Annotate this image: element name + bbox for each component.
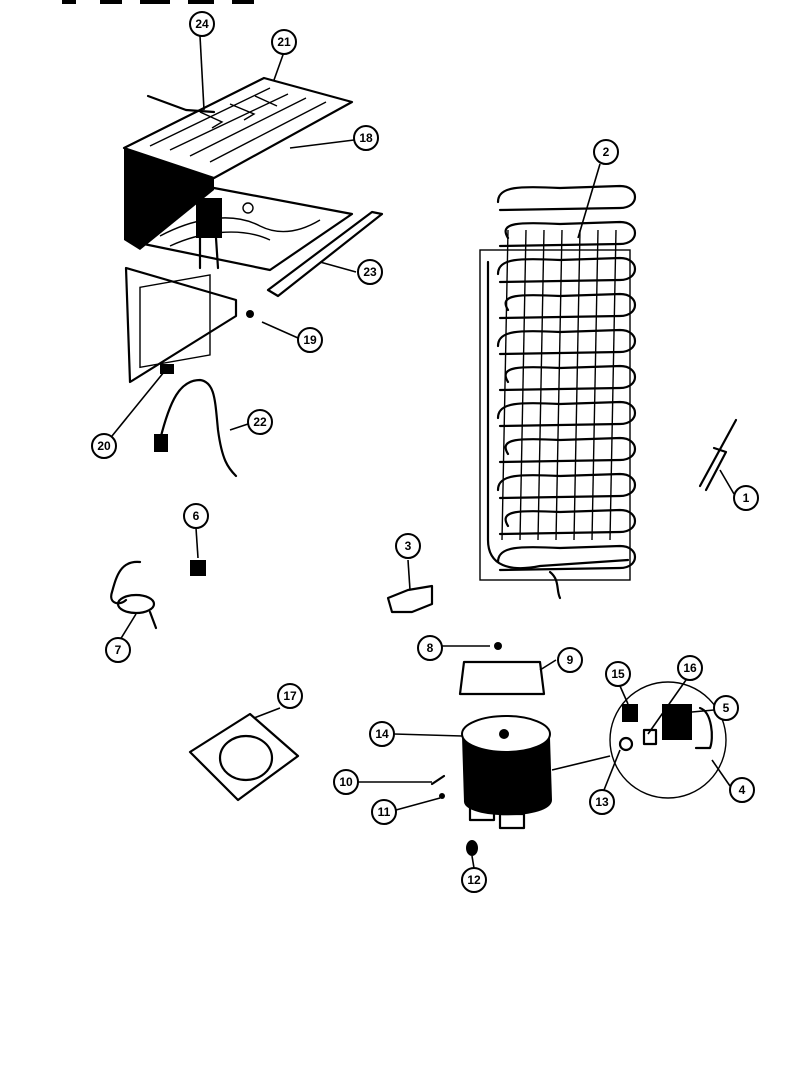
callout-24: 24 (189, 11, 215, 37)
callout-17: 17 (277, 683, 303, 709)
callout-8: 8 (417, 635, 443, 661)
condenser-wire (573, 229, 581, 541)
condenser-wire (501, 229, 509, 541)
callout-4: 4 (729, 777, 755, 803)
part-8 (494, 642, 502, 650)
condenser-loop (498, 220, 637, 248)
header-fragment (62, 0, 254, 4)
svg-text:13: 13 (595, 795, 609, 809)
condenser-loop (496, 472, 637, 500)
part-12 (466, 840, 478, 856)
condenser-loop (496, 400, 637, 428)
svg-text:17: 17 (283, 689, 297, 703)
svg-text:20: 20 (97, 439, 111, 453)
callout-16: 16 (677, 655, 703, 681)
callout-22: 22 (247, 409, 273, 435)
svg-text:18: 18 (359, 131, 373, 145)
condenser-loop (498, 436, 637, 464)
callout-6: 6 (183, 503, 209, 529)
compressor-part-14 (461, 715, 552, 830)
base-plate-part-17 (188, 712, 300, 802)
condenser-loop (498, 292, 637, 320)
condenser-wire (537, 229, 545, 541)
svg-text:8: 8 (427, 641, 434, 655)
condenser-wire (609, 229, 617, 541)
callout-2: 2 (593, 139, 619, 165)
electrical-components-group (609, 681, 727, 799)
callout-18: 18 (353, 125, 379, 151)
svg-text:22: 22 (253, 415, 267, 429)
callout-3: 3 (395, 533, 421, 559)
condenser-loop (496, 184, 637, 212)
callout-19: 19 (297, 327, 323, 353)
condenser-loop (498, 364, 637, 392)
callout-9: 9 (557, 647, 583, 673)
callout-10: 10 (333, 769, 359, 795)
condenser-loop (496, 544, 637, 572)
svg-text:15: 15 (611, 667, 625, 681)
part-10 (430, 774, 446, 786)
condenser-coil (479, 184, 637, 600)
svg-text:14: 14 (375, 727, 389, 741)
cord-part-7 (110, 560, 158, 630)
bracket-part-1 (698, 418, 738, 492)
svg-text:23: 23 (363, 265, 377, 279)
condenser-wire (591, 229, 599, 541)
callout-14: 14 (369, 721, 395, 747)
svg-text:10: 10 (339, 775, 353, 789)
leader-lines (111, 35, 735, 869)
svg-text:1: 1 (743, 491, 750, 505)
callout-1: 1 (733, 485, 759, 511)
condenser-wire (519, 229, 527, 541)
callout-15: 15 (605, 661, 631, 687)
condenser-loop (498, 508, 637, 536)
callout-21: 21 (271, 29, 297, 55)
svg-text:6: 6 (193, 509, 200, 523)
callout-11: 11 (371, 799, 397, 825)
svg-text:19: 19 (303, 333, 317, 347)
svg-text:21: 21 (277, 35, 291, 49)
condenser-wire (555, 229, 563, 541)
condenser-loop (496, 328, 637, 356)
part-11 (439, 793, 445, 799)
callout-12: 12 (461, 867, 487, 893)
cover-part-9 (458, 660, 546, 696)
svg-text:7: 7 (115, 643, 122, 657)
svg-text:3: 3 (405, 539, 412, 553)
evaporator-assembly (122, 76, 384, 478)
callout-13: 13 (589, 789, 615, 815)
svg-text:9: 9 (567, 653, 574, 667)
callout-23: 23 (357, 259, 383, 285)
callout-7: 7 (105, 637, 131, 663)
condenser-loop (496, 256, 637, 284)
callout-20: 20 (91, 433, 117, 459)
svg-text:4: 4 (739, 783, 746, 797)
bracket-part-3 (386, 584, 434, 614)
callout-5: 5 (713, 695, 739, 721)
svg-text:2: 2 (603, 145, 610, 159)
svg-text:5: 5 (723, 701, 730, 715)
part-6 (190, 560, 206, 576)
svg-text:16: 16 (683, 661, 697, 675)
svg-text:12: 12 (467, 873, 481, 887)
svg-text:11: 11 (378, 805, 391, 819)
svg-text:24: 24 (195, 17, 209, 31)
